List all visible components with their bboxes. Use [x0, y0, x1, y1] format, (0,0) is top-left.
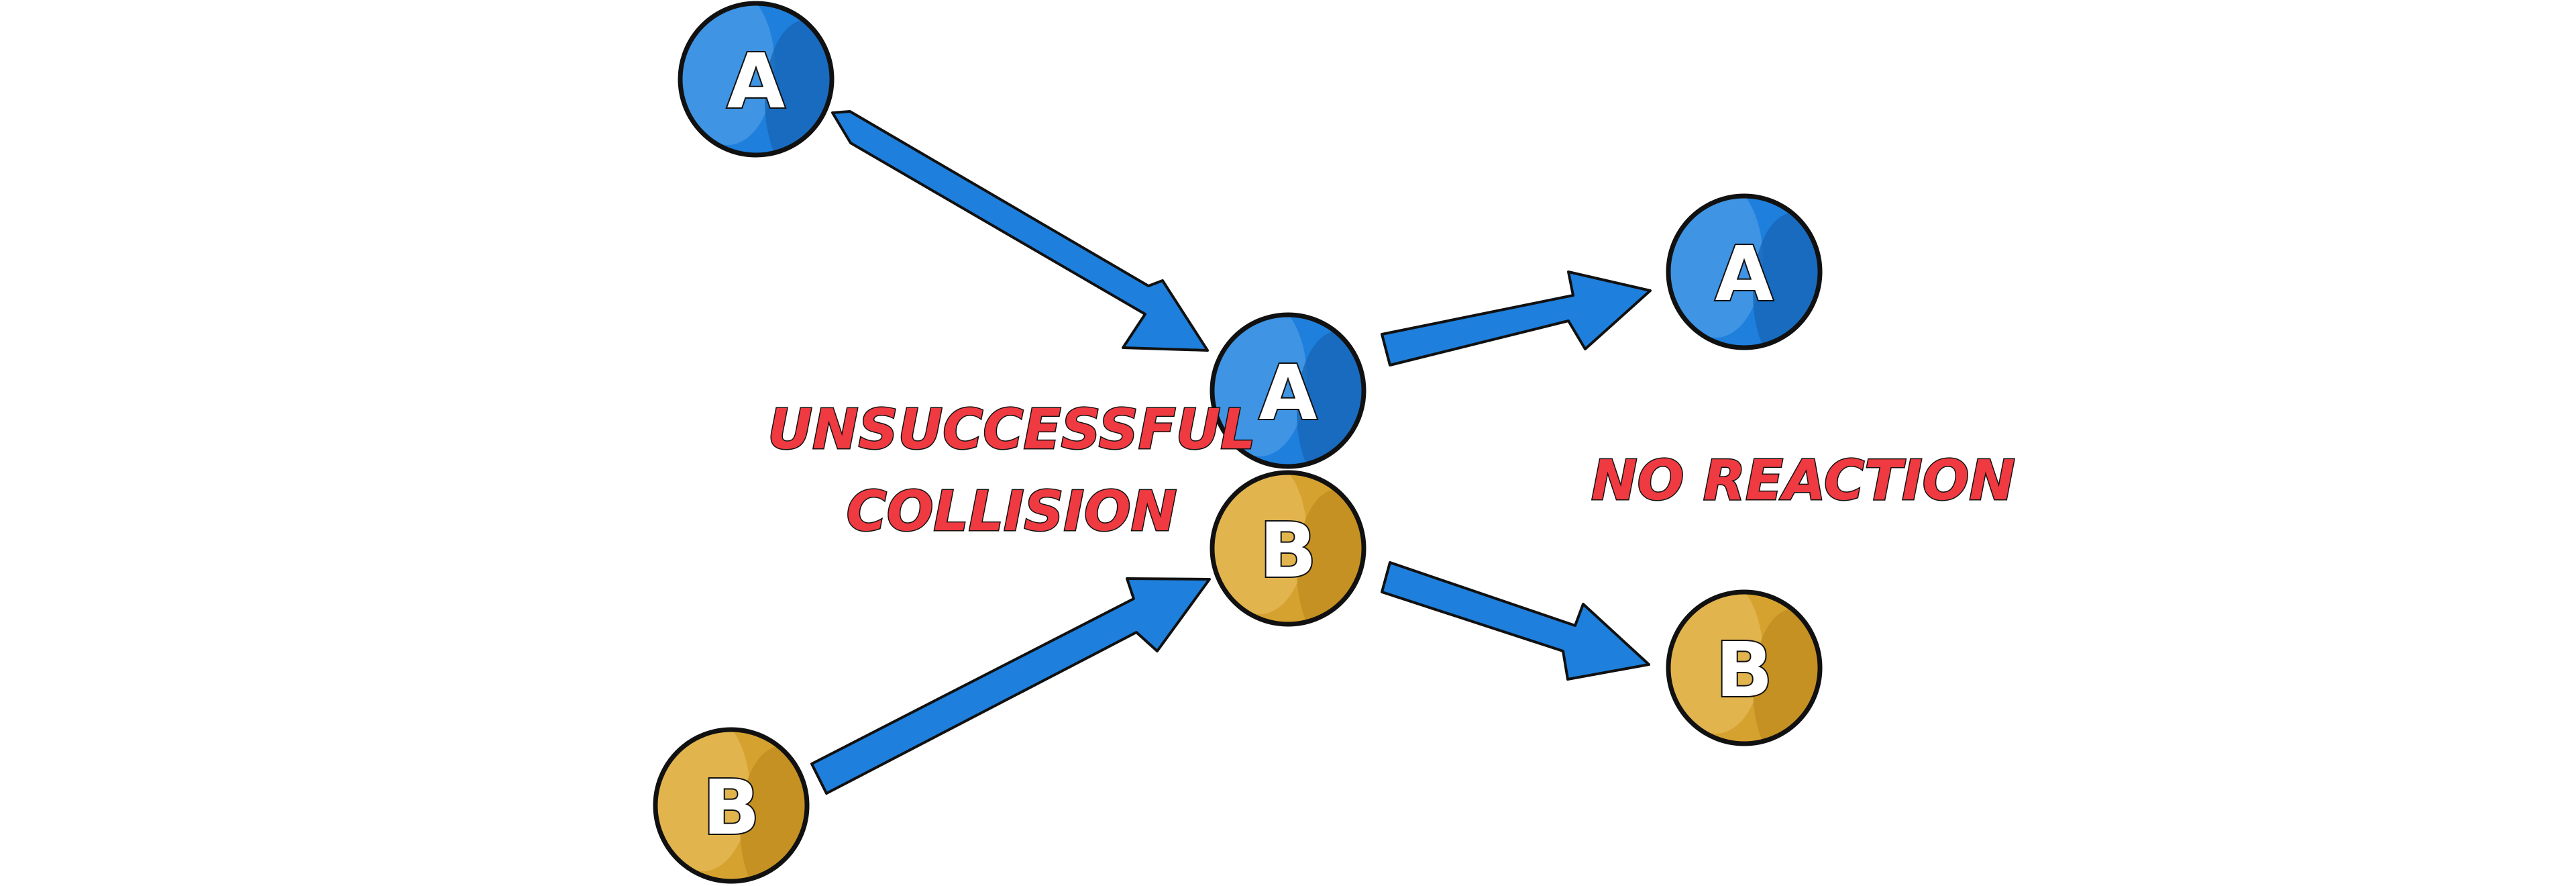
- arrow-a-incoming: [831, 110, 1209, 352]
- collision-label: UNSUCCESSFUL COLLISION: [767, 397, 1256, 545]
- collision-label-line2: COLLISION: [847, 480, 1177, 544]
- arrows: [810, 110, 1652, 795]
- particle-a-start-label: A: [727, 38, 786, 126]
- particle-b-collision-label: B: [1259, 507, 1316, 595]
- particle-a-collision-label: A: [1259, 350, 1318, 437]
- particle-a-end: A: [1666, 193, 1823, 350]
- particle-b-end-label: B: [1715, 627, 1772, 714]
- particle-b-collision: B: [1210, 470, 1366, 627]
- particle-b-start-label: B: [702, 765, 759, 852]
- particle-a-end-label: A: [1715, 231, 1774, 318]
- particle-a-collision: A: [1210, 312, 1366, 469]
- particle-b-end: B: [1666, 589, 1823, 746]
- arrow-a-outgoing: [1381, 270, 1652, 366]
- collision-label-line1: UNSUCCESSFUL: [767, 398, 1255, 462]
- particle-a-start: A: [678, 1, 835, 158]
- arrow-b-outgoing: [1381, 561, 1650, 681]
- outcome-label: NO REACTION: [1591, 449, 2015, 513]
- arrow-b-incoming: [810, 577, 1211, 795]
- particle-b-start: B: [653, 727, 810, 884]
